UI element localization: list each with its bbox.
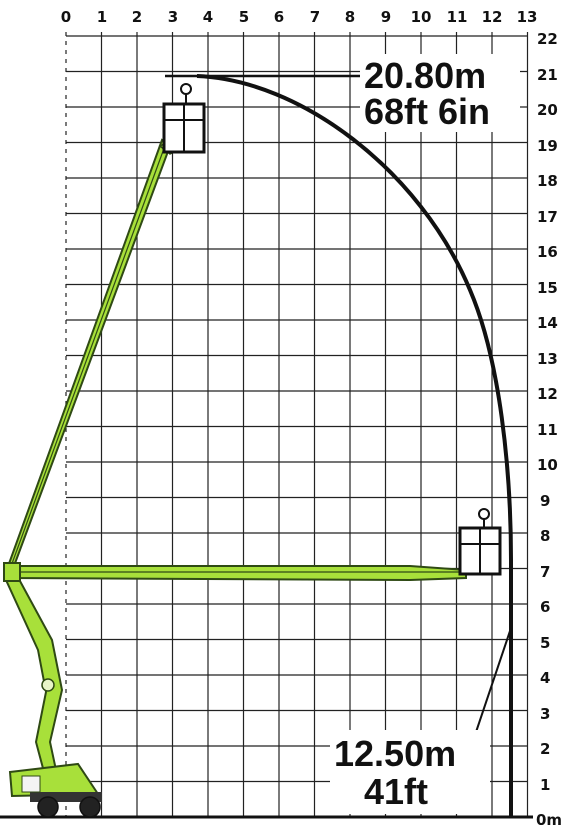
y-tick-label: 20 <box>537 101 558 119</box>
x-tick-label: 6 <box>274 8 284 26</box>
basket-raised <box>162 83 206 154</box>
y-tick-label: 8 <box>540 527 550 545</box>
y-tick-label: 17 <box>537 208 558 226</box>
x-tick-label: 9 <box>381 8 391 26</box>
y-tick-label: 11 <box>537 421 558 439</box>
operator-icon <box>478 508 490 520</box>
y-tick-label: 5 <box>540 634 550 652</box>
y-tick-label: 6 <box>540 598 550 616</box>
lower-boom <box>4 568 64 774</box>
y-tick-label: 21 <box>537 66 558 84</box>
x-tick-label: 10 <box>411 8 432 26</box>
y-tick-label: 1 <box>540 776 550 794</box>
grid <box>65 32 529 818</box>
chassis <box>8 762 102 818</box>
operator-icon <box>180 83 192 95</box>
y-tick-label: 22 <box>537 30 558 48</box>
max-outreach-leader <box>473 627 512 739</box>
x-tick-label: 13 <box>517 8 538 26</box>
y-tick-label: 15 <box>537 279 558 297</box>
x-tick-label: 2 <box>132 8 142 26</box>
y-tick-label: 3 <box>540 705 550 723</box>
y-tick-label: 13 <box>537 350 558 368</box>
y-tick-label: 7 <box>540 563 550 581</box>
y-tick-label: 9 <box>540 492 550 510</box>
x-tick-label: 4 <box>203 8 213 26</box>
max-height-metric: 20.80m <box>364 55 486 96</box>
front-wheel <box>79 796 101 818</box>
y-tick-label: 19 <box>537 137 558 155</box>
x-tick-label: 3 <box>168 8 178 26</box>
x-tick-label: 8 <box>345 8 355 26</box>
y-tick-label: 4 <box>540 669 550 687</box>
max-outreach-metric: 12.50m <box>334 733 456 774</box>
rear-wheel <box>37 796 59 818</box>
x-tick-label: 5 <box>239 8 249 26</box>
basket-outreach <box>458 508 502 576</box>
working-envelope-curve <box>196 74 513 817</box>
x-tick-label: 12 <box>482 8 503 26</box>
y-tick-label: 0m <box>536 811 562 829</box>
max-outreach-imperial: 41ft <box>364 771 428 812</box>
main-boom-horizontal <box>3 562 467 582</box>
y-tick-label: 18 <box>537 172 558 190</box>
y-axis: 0m 1 2 3 4 5 6 7 8 9 10 11 12 13 14 15 1… <box>536 30 562 829</box>
y-tick-label: 2 <box>540 740 550 758</box>
x-tick-label: 11 <box>447 8 468 26</box>
x-axis: 0 1 2 3 4 5 6 7 8 9 10 11 12 13 <box>61 8 538 26</box>
x-tick-label: 0 <box>61 8 71 26</box>
x-tick-label: 1 <box>97 8 107 26</box>
y-tick-label: 14 <box>537 314 558 332</box>
y-tick-label: 10 <box>537 456 558 474</box>
y-tick-label: 16 <box>537 243 558 261</box>
max-height-imperial: 68ft 6in <box>364 91 490 132</box>
y-tick-label: 12 <box>537 385 558 403</box>
x-tick-label: 7 <box>310 8 320 26</box>
